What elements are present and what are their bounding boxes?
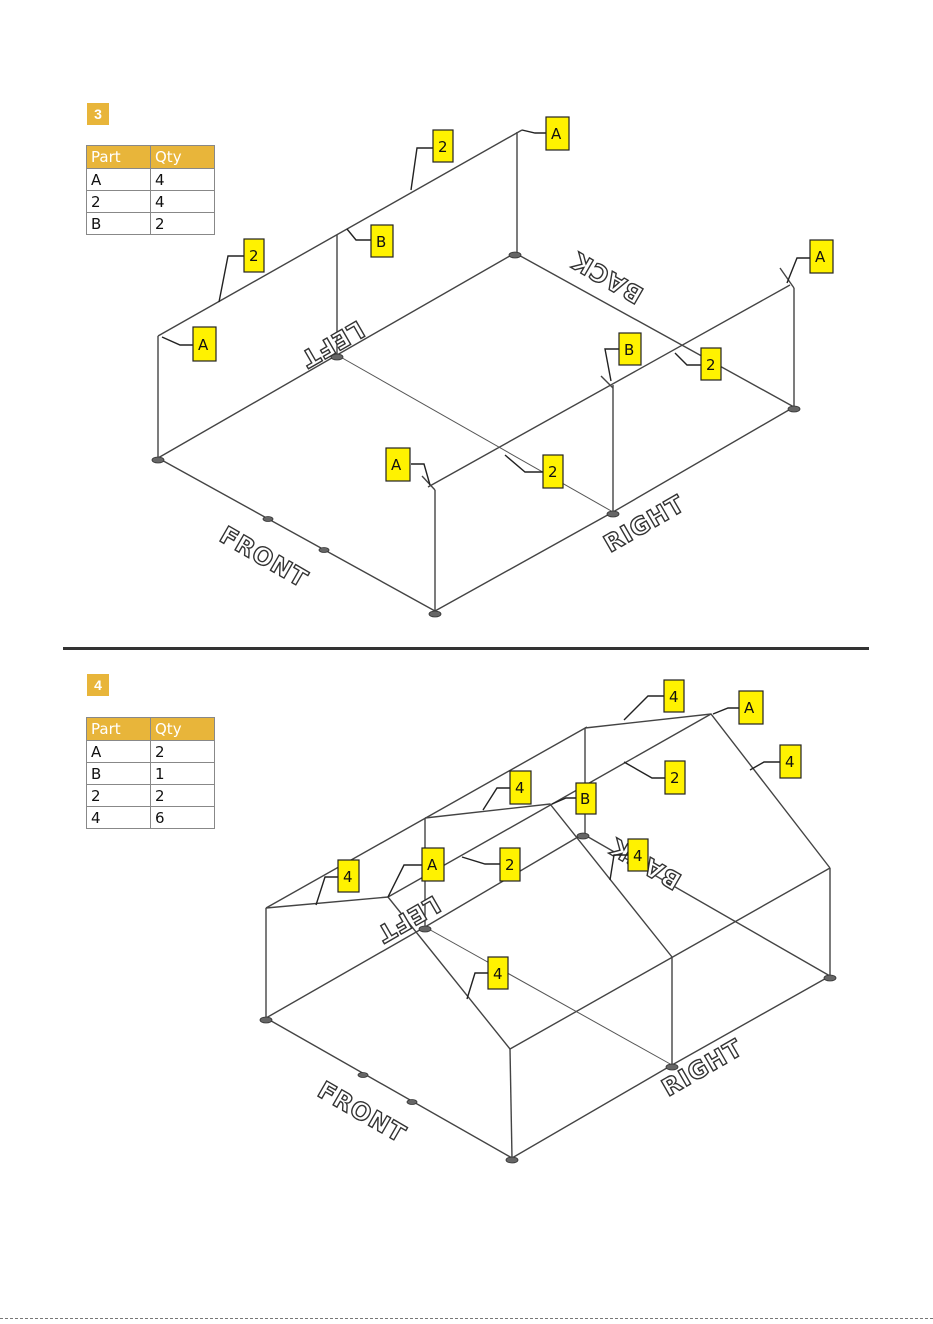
callout-A: A [739,691,763,724]
callout-label: A [551,125,562,143]
callout-label: 4 [343,868,353,886]
callout-B: B [371,225,393,257]
callout-label: 4 [515,779,525,797]
callout-label: 4 [633,847,643,865]
callout-4: 4 [628,839,648,871]
callout-label: B [376,233,386,251]
callout-label: 2 [438,138,448,156]
step-3-back-label: BACK [567,246,648,309]
callout-label: A [815,248,826,266]
callout-label: 2 [548,463,558,481]
callout-2: 2 [701,348,721,380]
callout-label: 2 [706,356,716,374]
callout-A: A [386,448,410,481]
callout-2: 2 [500,848,520,881]
step-4-left-label: LEFT [372,890,445,948]
callout-label: A [391,456,402,474]
callout-2: 2 [433,130,453,162]
page-bottom-border [0,1318,933,1319]
callout-label: A [744,699,755,717]
callout-label: 2 [505,856,515,874]
callout-A: A [193,327,216,361]
callout-label: A [198,336,209,354]
callout-4: 4 [780,745,801,778]
callout-label: 4 [493,965,503,983]
step-4-leaders [316,696,780,999]
callout-2: 2 [244,239,264,272]
step-3-left-label: LEFT [296,315,369,373]
callout-A: A [546,117,569,150]
step-3-leaders [162,130,810,485]
callout-B: B [576,783,596,814]
callout-A: A [810,240,833,273]
callout-label: B [624,341,634,359]
callout-B: B [619,333,641,365]
callout-label: A [427,856,438,874]
callout-4: 4 [338,860,359,892]
callout-label: 4 [669,688,679,706]
step-3-front-label: FRONT [215,521,313,594]
callout-label: 2 [670,769,680,787]
step-4-front-label: FRONT [313,1076,411,1149]
callout-2: 2 [665,761,685,794]
callout-4: 4 [664,680,684,712]
callout-4: 4 [510,771,531,804]
callout-label: 4 [785,753,795,771]
callout-A: A [422,848,444,881]
callout-2: 2 [543,455,563,488]
callout-label: 2 [249,247,259,265]
callout-4: 4 [488,957,508,989]
callout-label: B [580,790,590,808]
